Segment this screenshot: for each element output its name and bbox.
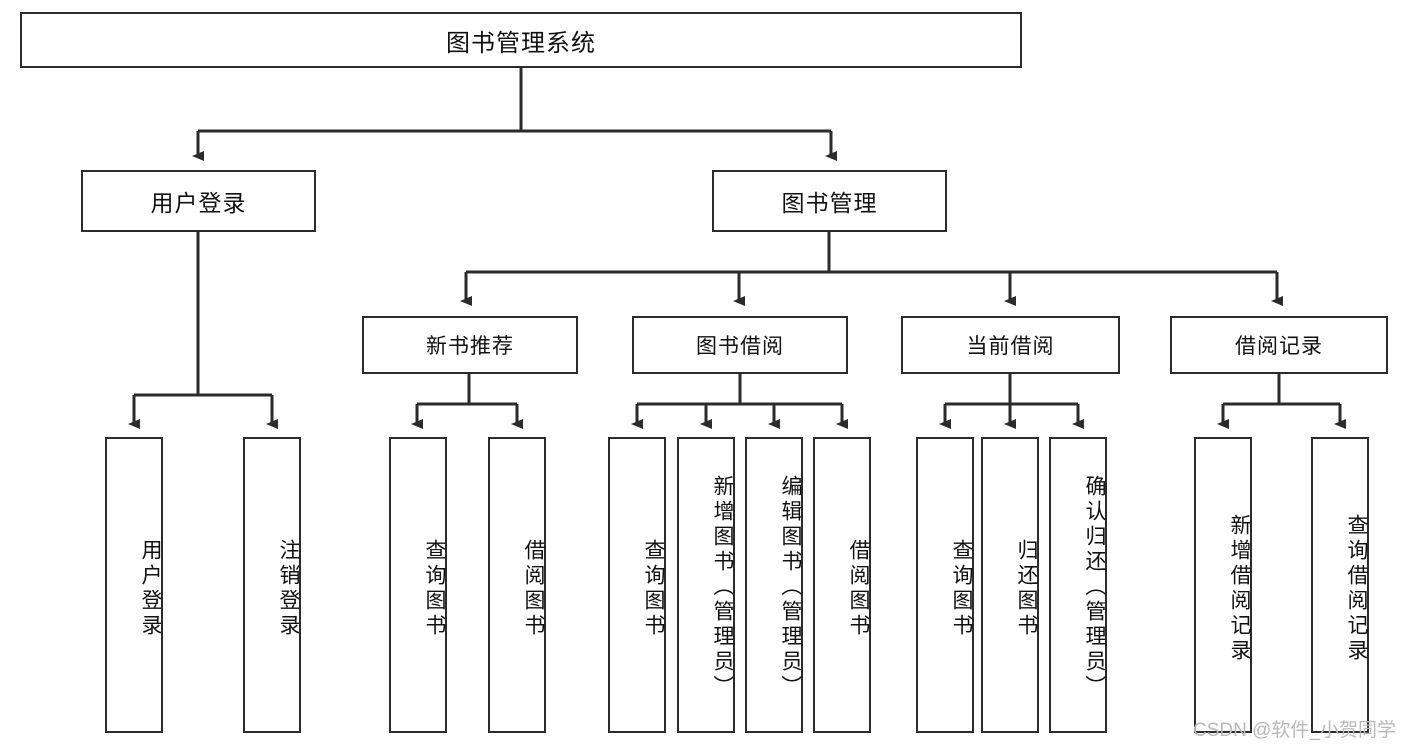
node-book-borrow[interactable]: 图书借阅 xyxy=(632,316,848,374)
node-label: 用户登录 xyxy=(139,539,162,639)
node-label: 查询图书 xyxy=(950,539,973,639)
node-borrow-record[interactable]: 借阅记录 xyxy=(1170,316,1388,374)
leaf-current-borrow-return[interactable]: 归还图书 xyxy=(981,437,1039,733)
node-label: 用户登录 xyxy=(150,190,247,216)
leaf-new-book-query[interactable]: 查询图书 xyxy=(389,437,447,733)
leaf-borrow-record-query[interactable]: 查询借阅记录 xyxy=(1311,437,1369,733)
node-label: 查询借阅记录 xyxy=(1345,514,1368,664)
node-label: 归还图书 xyxy=(1015,539,1038,639)
leaf-current-borrow-query[interactable]: 查询图书 xyxy=(916,437,974,733)
node-root-book-management-system[interactable]: 图书管理系统 xyxy=(20,12,1022,68)
leaf-new-book-borrow[interactable]: 借阅图书 xyxy=(488,437,546,733)
node-label: 图书管理 xyxy=(781,190,878,216)
node-label: 查询图书 xyxy=(642,539,665,639)
node-label: 注销登录 xyxy=(277,539,300,639)
leaf-book-borrow-add-admin[interactable]: 新增图书（管理员） xyxy=(677,437,735,733)
node-label: 查询图书 xyxy=(423,539,446,639)
node-label: 借阅图书 xyxy=(847,539,870,639)
node-label: 新书推荐 xyxy=(426,335,514,358)
watermark-text: CSDN @软件_小贺同学 xyxy=(1193,720,1396,741)
node-label: 新增图书（管理员） xyxy=(711,474,734,700)
node-current-borrow[interactable]: 当前借阅 xyxy=(901,316,1120,374)
leaf-book-borrow-borrow[interactable]: 借阅图书 xyxy=(813,437,871,733)
node-label: 借阅记录 xyxy=(1235,335,1323,358)
leaf-book-borrow-query[interactable]: 查询图书 xyxy=(608,437,666,733)
node-label: 当前借阅 xyxy=(966,335,1055,358)
leaf-user-login-signin[interactable]: 用户登录 xyxy=(105,437,163,733)
node-label: 图书管理系统 xyxy=(446,29,596,57)
node-label: 新增借阅记录 xyxy=(1228,514,1251,664)
node-label: 借阅图书 xyxy=(522,539,545,639)
leaf-book-borrow-edit-admin[interactable]: 编辑图书（管理员） xyxy=(745,437,803,733)
leaf-user-login-signout[interactable]: 注销登录 xyxy=(243,437,301,733)
watermark-csdn: CSDN @软件_小贺同学 xyxy=(1193,715,1396,742)
node-label: 图书借阅 xyxy=(696,335,784,358)
node-new-book-recommend[interactable]: 新书推荐 xyxy=(362,316,578,374)
node-label: 编辑图书（管理员） xyxy=(779,474,802,700)
node-book-management[interactable]: 图书管理 xyxy=(712,170,947,232)
leaf-borrow-record-add[interactable]: 新增借阅记录 xyxy=(1194,437,1252,733)
node-user-login[interactable]: 用户登录 xyxy=(81,170,316,232)
leaf-current-borrow-confirm-admin[interactable]: 确认归还（管理员） xyxy=(1049,437,1107,733)
node-label: 确认归还（管理员） xyxy=(1083,474,1106,700)
